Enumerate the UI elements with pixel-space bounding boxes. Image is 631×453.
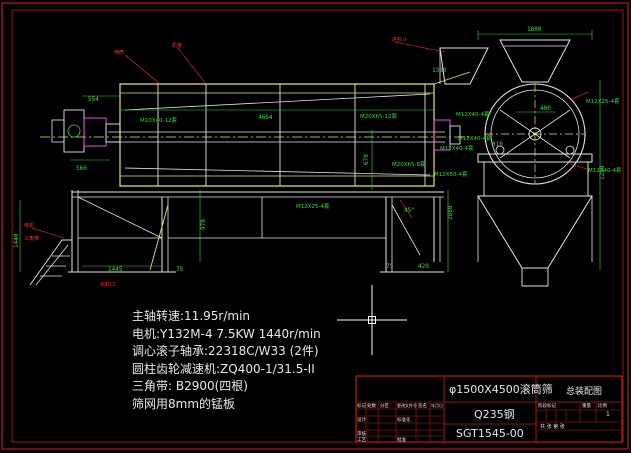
title-material: Q235钢 bbox=[474, 408, 515, 421]
tb-row-label-1: 标准化 bbox=[397, 418, 411, 423]
callout-bolt10: M12X50-4套 bbox=[434, 170, 468, 178]
note-bearing: 调心滚子轴承:22318C/W33 (2件) bbox=[132, 344, 319, 358]
note-reducer: 圆柱齿轮减速机:ZQ400-1/31.5-II bbox=[132, 361, 315, 376]
label-hopper: 进料斗 bbox=[392, 36, 407, 43]
tb-row-label-3: 工艺 bbox=[357, 438, 366, 443]
dim-75a: 75 bbox=[176, 266, 184, 273]
callout-bolt8: M12X40-4套 bbox=[456, 110, 490, 118]
technical-notes: 主轴转速:11.95r/min 电机:Y132M-4 7.5KW 1440r/m… bbox=[132, 308, 321, 413]
title-block bbox=[355, 375, 623, 443]
dim-1445: 1445 bbox=[108, 266, 123, 273]
note-spindle-speed: 主轴转速:11.95r/min bbox=[132, 309, 251, 323]
dim-4664: 4664 bbox=[258, 114, 273, 121]
dim-1250: 1250 bbox=[599, 165, 606, 180]
callout-bolt4: M12X40-4套 bbox=[440, 144, 474, 152]
callout-bolt5: M12X25-4套 bbox=[296, 202, 330, 210]
dim-45: 45° bbox=[404, 207, 415, 214]
dim-2880: 2880 bbox=[447, 205, 454, 220]
dim-970: 970 bbox=[200, 219, 207, 230]
dim-1440: 1440 bbox=[13, 233, 20, 248]
tb-col-label-3: 更改文件号 bbox=[397, 403, 417, 408]
label-frame: 机架 bbox=[172, 42, 182, 49]
cad-crosshair-cursor[interactable] bbox=[337, 285, 407, 355]
tb-row-label-4: 批准 bbox=[397, 438, 406, 443]
label-shaft: 筛筒 bbox=[114, 49, 124, 56]
title-drawing-no: SGT1545-00 bbox=[456, 427, 524, 440]
dim-1330: 1330 bbox=[432, 67, 447, 74]
dim-1800: 1800 bbox=[527, 26, 542, 33]
tb-sheet: 共 张 第 张 bbox=[540, 424, 565, 430]
tb-scale: 1 bbox=[606, 411, 610, 418]
tb-row-label-2: 审核 bbox=[357, 432, 366, 437]
callout-bolt3: M20X65-8套 bbox=[392, 160, 426, 168]
dim-400: 400 bbox=[540, 105, 551, 112]
callout-bolt2: M20X65-12套 bbox=[360, 112, 397, 120]
side-view-callouts: M12X25-4套 M12X40-4套 M12X40-4套 M12X40-4套 bbox=[456, 97, 622, 174]
front-view-callouts: M10X40-12套 M20X65-12套 M20X65-8套 M12X40-4… bbox=[140, 112, 474, 210]
tb-col-label-4: 签名 bbox=[418, 404, 427, 409]
label-belt: 三角带 bbox=[24, 235, 39, 242]
tb-right-label-1: 重量 bbox=[582, 404, 591, 409]
callout-bolt6: M12X25-4套 bbox=[586, 97, 620, 105]
callout-bolt7: M12X40-4套 bbox=[588, 166, 622, 174]
title-name: 总装配图 bbox=[566, 387, 603, 397]
front-view-dimensions: 4664 554 560 1445 75 75 420 2880 970 670… bbox=[13, 67, 454, 273]
callout-bolt9: M12X40-4套 bbox=[458, 134, 492, 142]
tb-col-label-2: 分区 bbox=[380, 404, 389, 409]
tb-col-label-0: 标记 bbox=[357, 404, 366, 409]
dim-420: 420 bbox=[418, 263, 429, 270]
callout-bolt1: M10X40-12套 bbox=[140, 116, 177, 124]
label-out: 出料口 bbox=[100, 281, 115, 288]
title-spec: φ1500X4500滚筒筛 bbox=[449, 383, 553, 396]
note-motor: 电机:Y132M-4 7.5KW 1440r/min bbox=[132, 326, 321, 341]
tb-row-label-0: 设计 bbox=[357, 418, 366, 423]
front-view-red-labels: 筛筒 机架 进料斗 电机 三角带 出料口 bbox=[24, 36, 407, 288]
dim-554: 554 bbox=[88, 96, 99, 103]
note-screen: 筛网用8mm的锰板 bbox=[132, 396, 236, 411]
tb-right-label-2: 比例 bbox=[598, 404, 607, 409]
dim-75b: 75 bbox=[386, 263, 394, 270]
side-view-dimensions: 1800 400 1250 810 bbox=[492, 26, 606, 180]
note-belt: 三角带: B2900(四根) bbox=[132, 379, 248, 393]
dim-670: 670 bbox=[363, 154, 370, 165]
dim-810: 810 bbox=[492, 141, 503, 148]
inner-border bbox=[11, 9, 624, 443]
tb-right-label-0: 阶段标记 bbox=[538, 404, 556, 409]
side-view bbox=[477, 30, 601, 287]
dim-560: 560 bbox=[76, 165, 87, 172]
front-view bbox=[19, 41, 489, 286]
tb-col-label-1: 处数 bbox=[367, 404, 376, 409]
tb-col-label-5: 年月日 bbox=[431, 403, 443, 408]
label-motor: 电机 bbox=[24, 222, 34, 229]
